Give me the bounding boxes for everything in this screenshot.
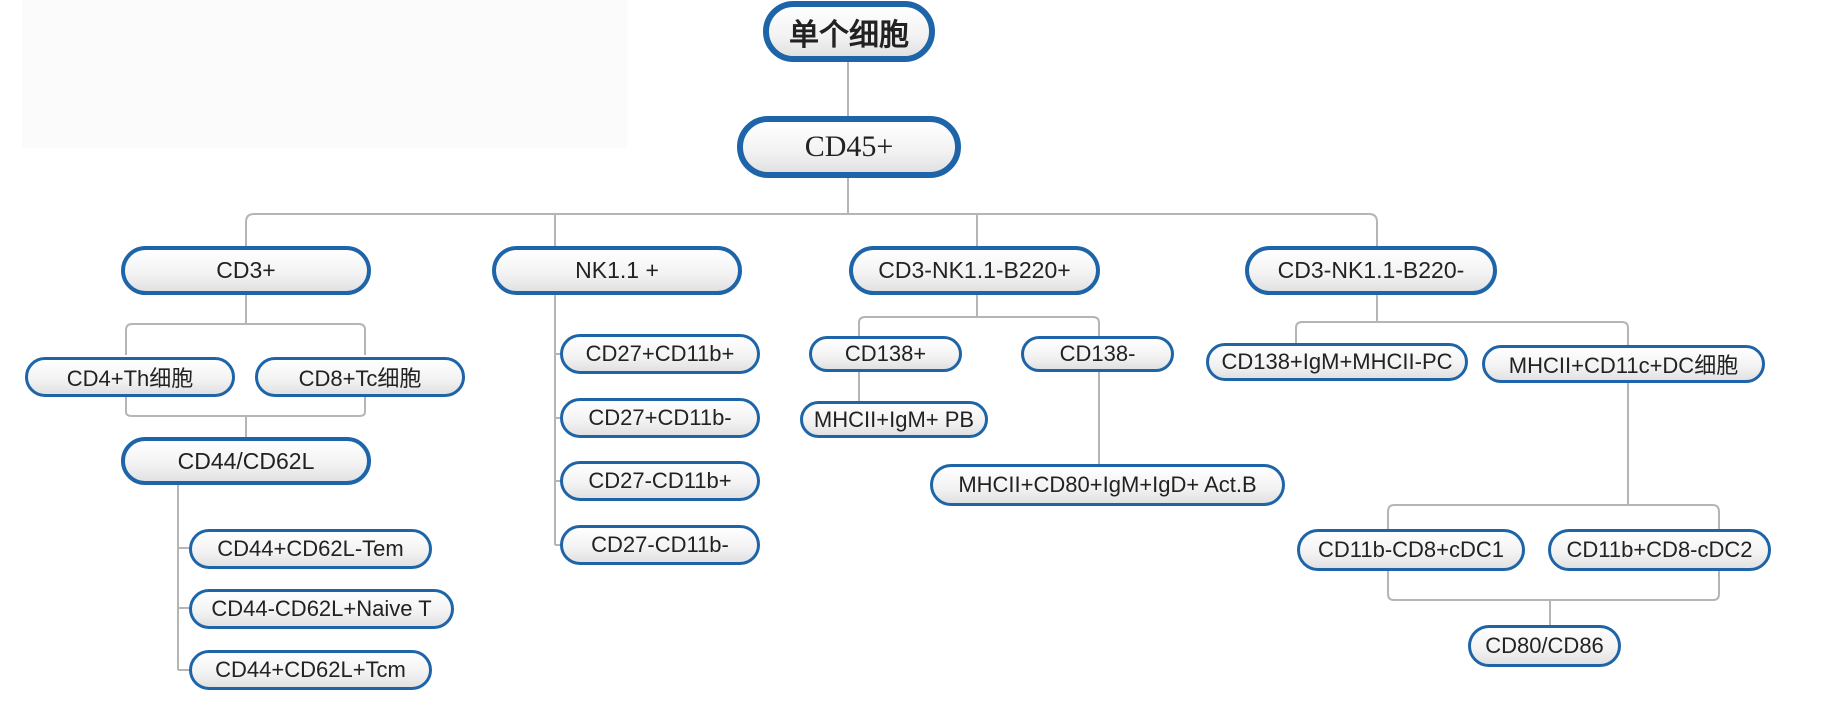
node-cd80-cd86: CD80/CD86 [1468,625,1621,667]
node-cd138-neg: CD138- [1021,336,1174,372]
node-single-cell: 单个细胞 [763,1,935,62]
node-cdc1: CD11b-CD8+cDC1 [1297,529,1525,571]
node-b220-pos: CD3-NK1.1-B220+ [849,246,1100,295]
node-cd8-tc: CD8+Tc细胞 [255,357,465,397]
node-nk-cd27pos-cd11bneg: CD27+CD11b- [560,398,760,438]
connector-cdc-merge [1387,567,1720,630]
connector-cd45-bus [245,176,1378,247]
node-b220-neg: CD3-NK1.1-B220- [1245,246,1497,295]
node-cd138-pc: CD138+IgM+MHCII-PC [1206,343,1468,381]
connector-dc-bus [1387,380,1720,533]
node-naive-t: CD44-CD62L+Naive T [189,589,454,629]
node-nk: NK1.1 + [492,246,742,295]
connector-b220pos-children [858,295,1100,352]
node-cd44-cd62l: CD44/CD62L [121,437,371,485]
node-cd45: CD45+ [737,116,961,178]
node-tcm: CD44+CD62L+Tcm [189,650,432,690]
node-cd4-th: CD4+Th细胞 [25,357,235,397]
node-nk-cd27neg-cd11bpos: CD27-CD11b+ [560,461,760,501]
connector-cd3-children [125,295,366,355]
node-cd138-pos: CD138+ [809,336,962,372]
node-act-b: MHCII+CD80+IgM+IgD+ Act.B [930,464,1285,506]
node-tem: CD44+CD62L-Tem [189,529,432,569]
node-nk-cd27neg-cd11bneg: CD27-CD11b- [560,525,760,565]
node-nk-cd27pos-cd11bpos: CD27+CD11b+ [560,334,760,374]
connector-cd4-cd8-merge [125,395,366,437]
node-cdc2: CD11b+CD8-cDC2 [1548,529,1771,571]
node-dc-cells: MHCII+CD11c+DC细胞 [1482,345,1765,383]
node-cd3: CD3+ [121,246,371,295]
connector-cd44-children [177,485,194,671]
node-mhcii-igm-pb: MHCII+IgM+ PB [800,401,988,438]
background-panel [22,0,627,148]
connector-b220neg-children [1295,295,1629,348]
